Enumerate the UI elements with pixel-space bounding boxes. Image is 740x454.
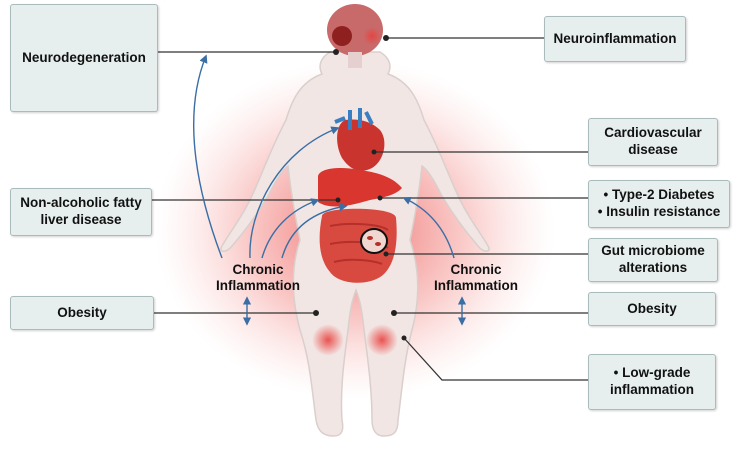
fatty-liver-box: Non-alcoholic fatty liver disease (10, 188, 152, 236)
intestine-illustration (319, 208, 397, 283)
obesity-right-box: Obesity (588, 292, 716, 326)
chronic-inflammation-label-left: Chronic Inflammation (215, 262, 300, 294)
arrow-to-heart (249, 126, 340, 259)
right-knee-glow (366, 324, 398, 356)
brain-illustration (327, 4, 383, 68)
obesity-left-box: Obesity (10, 296, 154, 330)
left-knee-glow (312, 324, 344, 356)
gut-microbiome-box: Gut microbiome alterations (588, 238, 718, 282)
neuroinflammation-box: Neuroinflammation (544, 16, 686, 62)
connector-lines (152, 37, 588, 381)
connector-low-grade (403, 337, 588, 381)
heart-illustration (334, 108, 385, 171)
arrow-to-gut-right (402, 197, 455, 259)
chronic-inflammation-label-right: Chronic Inflammation (433, 262, 518, 294)
arrow-to-intestine (281, 202, 348, 259)
microbiome-magnifier (360, 228, 388, 254)
diabetes-box: • Type-2 Diabetes • Insulin resistance (588, 180, 730, 228)
connector-dots (313, 35, 407, 341)
cardiovascular-box: Cardiovascular disease (588, 118, 718, 166)
arrow-to-liver (261, 198, 320, 259)
arrow-to-brain (193, 54, 223, 259)
neurodegeneration-box: Neurodegeneration (10, 4, 158, 112)
inflammation-arrows (193, 54, 467, 326)
low-grade-inflammation-box: • Low-grade inflammation (588, 354, 716, 410)
